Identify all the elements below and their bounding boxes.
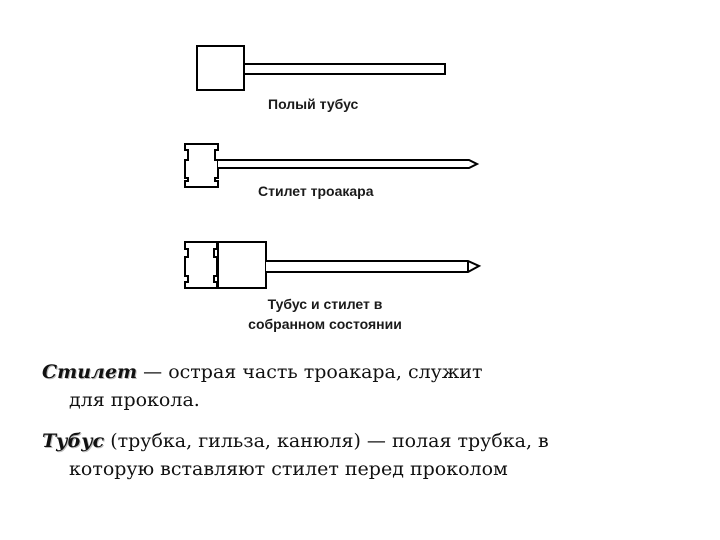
tube-term: Тубус <box>42 430 105 452</box>
assembled-shaft <box>266 260 482 273</box>
stylet-def-line1: — острая часть троакара, служит <box>137 361 483 383</box>
assembled-stylet-head <box>184 241 218 289</box>
hollow-tube-figure <box>196 45 446 91</box>
tube-shaft <box>243 63 446 75</box>
tube-def-line1: (трубка, гильза, канюля) — полая трубка,… <box>104 430 549 452</box>
stylet-figure <box>184 143 480 188</box>
tube-head <box>196 45 245 91</box>
hollow-tube-label: Полый тубус <box>268 96 359 112</box>
assembled-label: Тубус и стилет в собранном состоянии <box>220 294 430 334</box>
assembled-label-line1: Тубус и стилет в <box>267 296 383 312</box>
stylet-def-line2: для прокола. <box>69 389 200 411</box>
stylet-shaft <box>218 159 480 169</box>
stylet-label: Стилет троакара <box>258 183 374 199</box>
assembled-figure <box>184 241 482 289</box>
assembled-tube-head <box>217 241 267 289</box>
assembled-label-line2: собранном состоянии <box>248 316 402 332</box>
trocar-diagram <box>184 45 482 289</box>
tube-definition: Тубус (трубка, гильза, канюля) — полая т… <box>42 427 692 483</box>
stylet-head <box>184 143 219 188</box>
tube-def-line2: которую вставляют стилет перед проколом <box>69 458 508 480</box>
stylet-term: Стилет <box>42 361 138 383</box>
stylet-definition: Стилет — острая часть троакара, служит д… <box>42 358 692 414</box>
